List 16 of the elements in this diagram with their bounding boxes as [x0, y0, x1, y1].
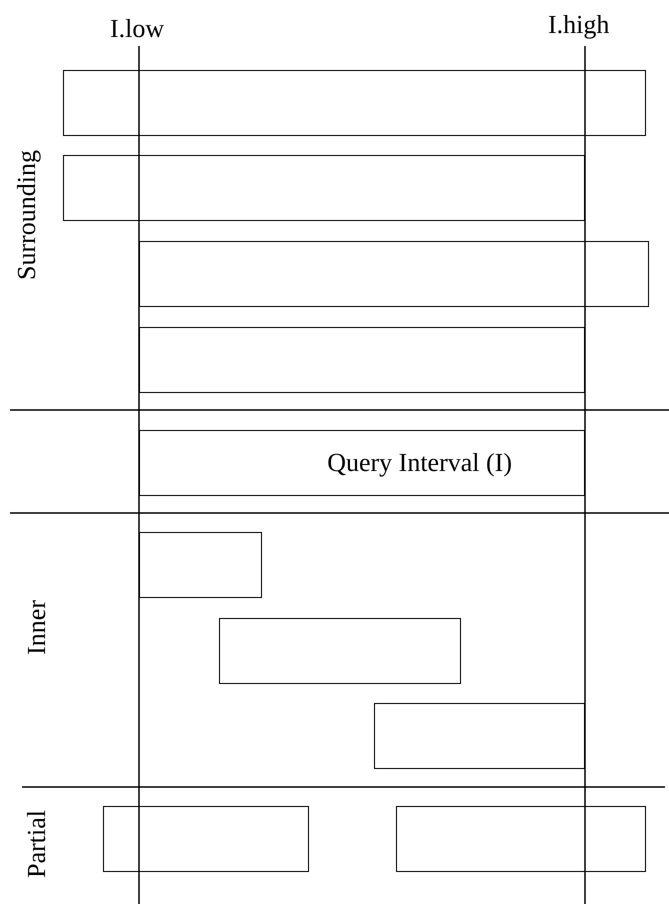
category-label: Inner [24, 600, 50, 655]
interval-box [139, 241, 649, 307]
interval-box [374, 703, 585, 769]
interval-box [63, 155, 585, 221]
interval-box [63, 70, 646, 136]
category-label: Partial [24, 810, 50, 878]
category-label: Surrounding [14, 150, 40, 280]
interval-label: Query Interval (I) [327, 448, 512, 478]
axis-label: I.low [110, 16, 164, 42]
axis-label: I.high [548, 12, 610, 38]
interval-box [139, 327, 585, 393]
interval-box [103, 806, 309, 872]
interval-box [139, 430, 585, 496]
interval-box [139, 532, 262, 598]
interval-box [396, 806, 646, 872]
interval-box [219, 618, 461, 684]
